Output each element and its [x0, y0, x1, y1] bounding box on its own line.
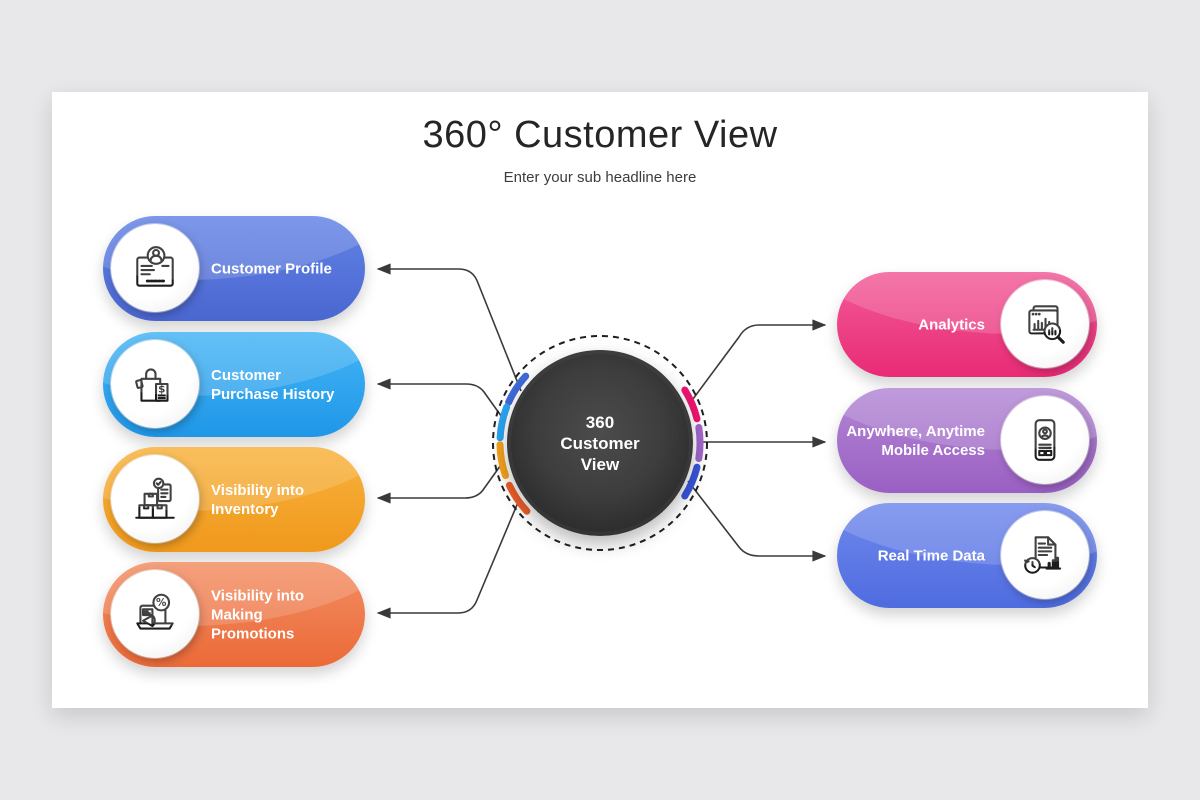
pill-label: Real Time Data: [877, 547, 985, 564]
pill-analytics: Analytics: [837, 272, 1097, 377]
pill-label: Visibility into Inventory: [211, 481, 305, 518]
icon-badge: [111, 224, 199, 312]
mobile-user-icon: [1034, 419, 1056, 461]
analytics-search-icon: [1028, 305, 1065, 344]
svg-text:$: $: [158, 383, 165, 395]
realtime-data-icon: [1024, 536, 1062, 574]
icon-badge: %: [111, 570, 199, 658]
center-line-3: View: [580, 454, 620, 474]
page-title: 360° Customer View: [422, 114, 778, 156]
icon-badge: [1001, 280, 1089, 368]
pill-label: Customer Purchase History: [211, 366, 335, 403]
pill-realtime-data: Real Time Data: [837, 503, 1097, 608]
pill-purchase-history: $ Customer Purchase History: [103, 332, 365, 437]
center-line-2: Customer: [560, 433, 640, 453]
arc-mobile-access: [695, 423, 704, 463]
center-line-1: 360: [585, 412, 615, 432]
pill-label: Customer Profile: [211, 260, 332, 277]
slide-canvas: 360° Customer View Enter your sub headli…: [52, 92, 1148, 708]
icon-badge: [111, 455, 199, 543]
connector-realtime-data: [687, 480, 827, 562]
connector-customer-profile: [376, 263, 522, 392]
connector-inventory: [376, 461, 504, 504]
pill-label: Analytics: [918, 316, 985, 333]
promotion-megaphone-icon: %: [136, 593, 174, 630]
pill-label: Visibility into Making Promotions: [211, 587, 305, 642]
page-subtitle: Enter your sub headline here: [503, 169, 697, 186]
svg-text:%: %: [156, 597, 167, 609]
pill-mobile-access: Anywhere, Anytime Mobile Access: [837, 388, 1097, 493]
connector-analytics: [689, 319, 827, 404]
arc-inventory: [496, 441, 509, 480]
arc-purchase-history: [496, 403, 511, 442]
inventory-boxes-icon: [135, 477, 175, 519]
icon-badge: [1001, 396, 1089, 484]
shopping-bag-receipt-icon: $: [135, 368, 169, 402]
pill-promotions: % Visibility into Making Promotions: [103, 562, 365, 667]
pill-inventory: Visibility into Inventory: [103, 447, 365, 552]
center-hub-label: 360 Customer View: [560, 412, 639, 475]
connector-purchase-history: [376, 378, 505, 421]
icon-badge: [1001, 511, 1089, 599]
connector-promotions: [376, 499, 520, 619]
slide-header: 360° Customer View Enter your sub headli…: [52, 114, 1148, 186]
icon-badge: $: [111, 340, 199, 428]
center-hub: 360 Customer View: [507, 350, 693, 536]
pill-customer-profile: Customer Profile: [103, 216, 365, 321]
pill-label: Anywhere, Anytime Mobile Access: [846, 422, 985, 459]
id-card-user-icon: [136, 246, 174, 287]
